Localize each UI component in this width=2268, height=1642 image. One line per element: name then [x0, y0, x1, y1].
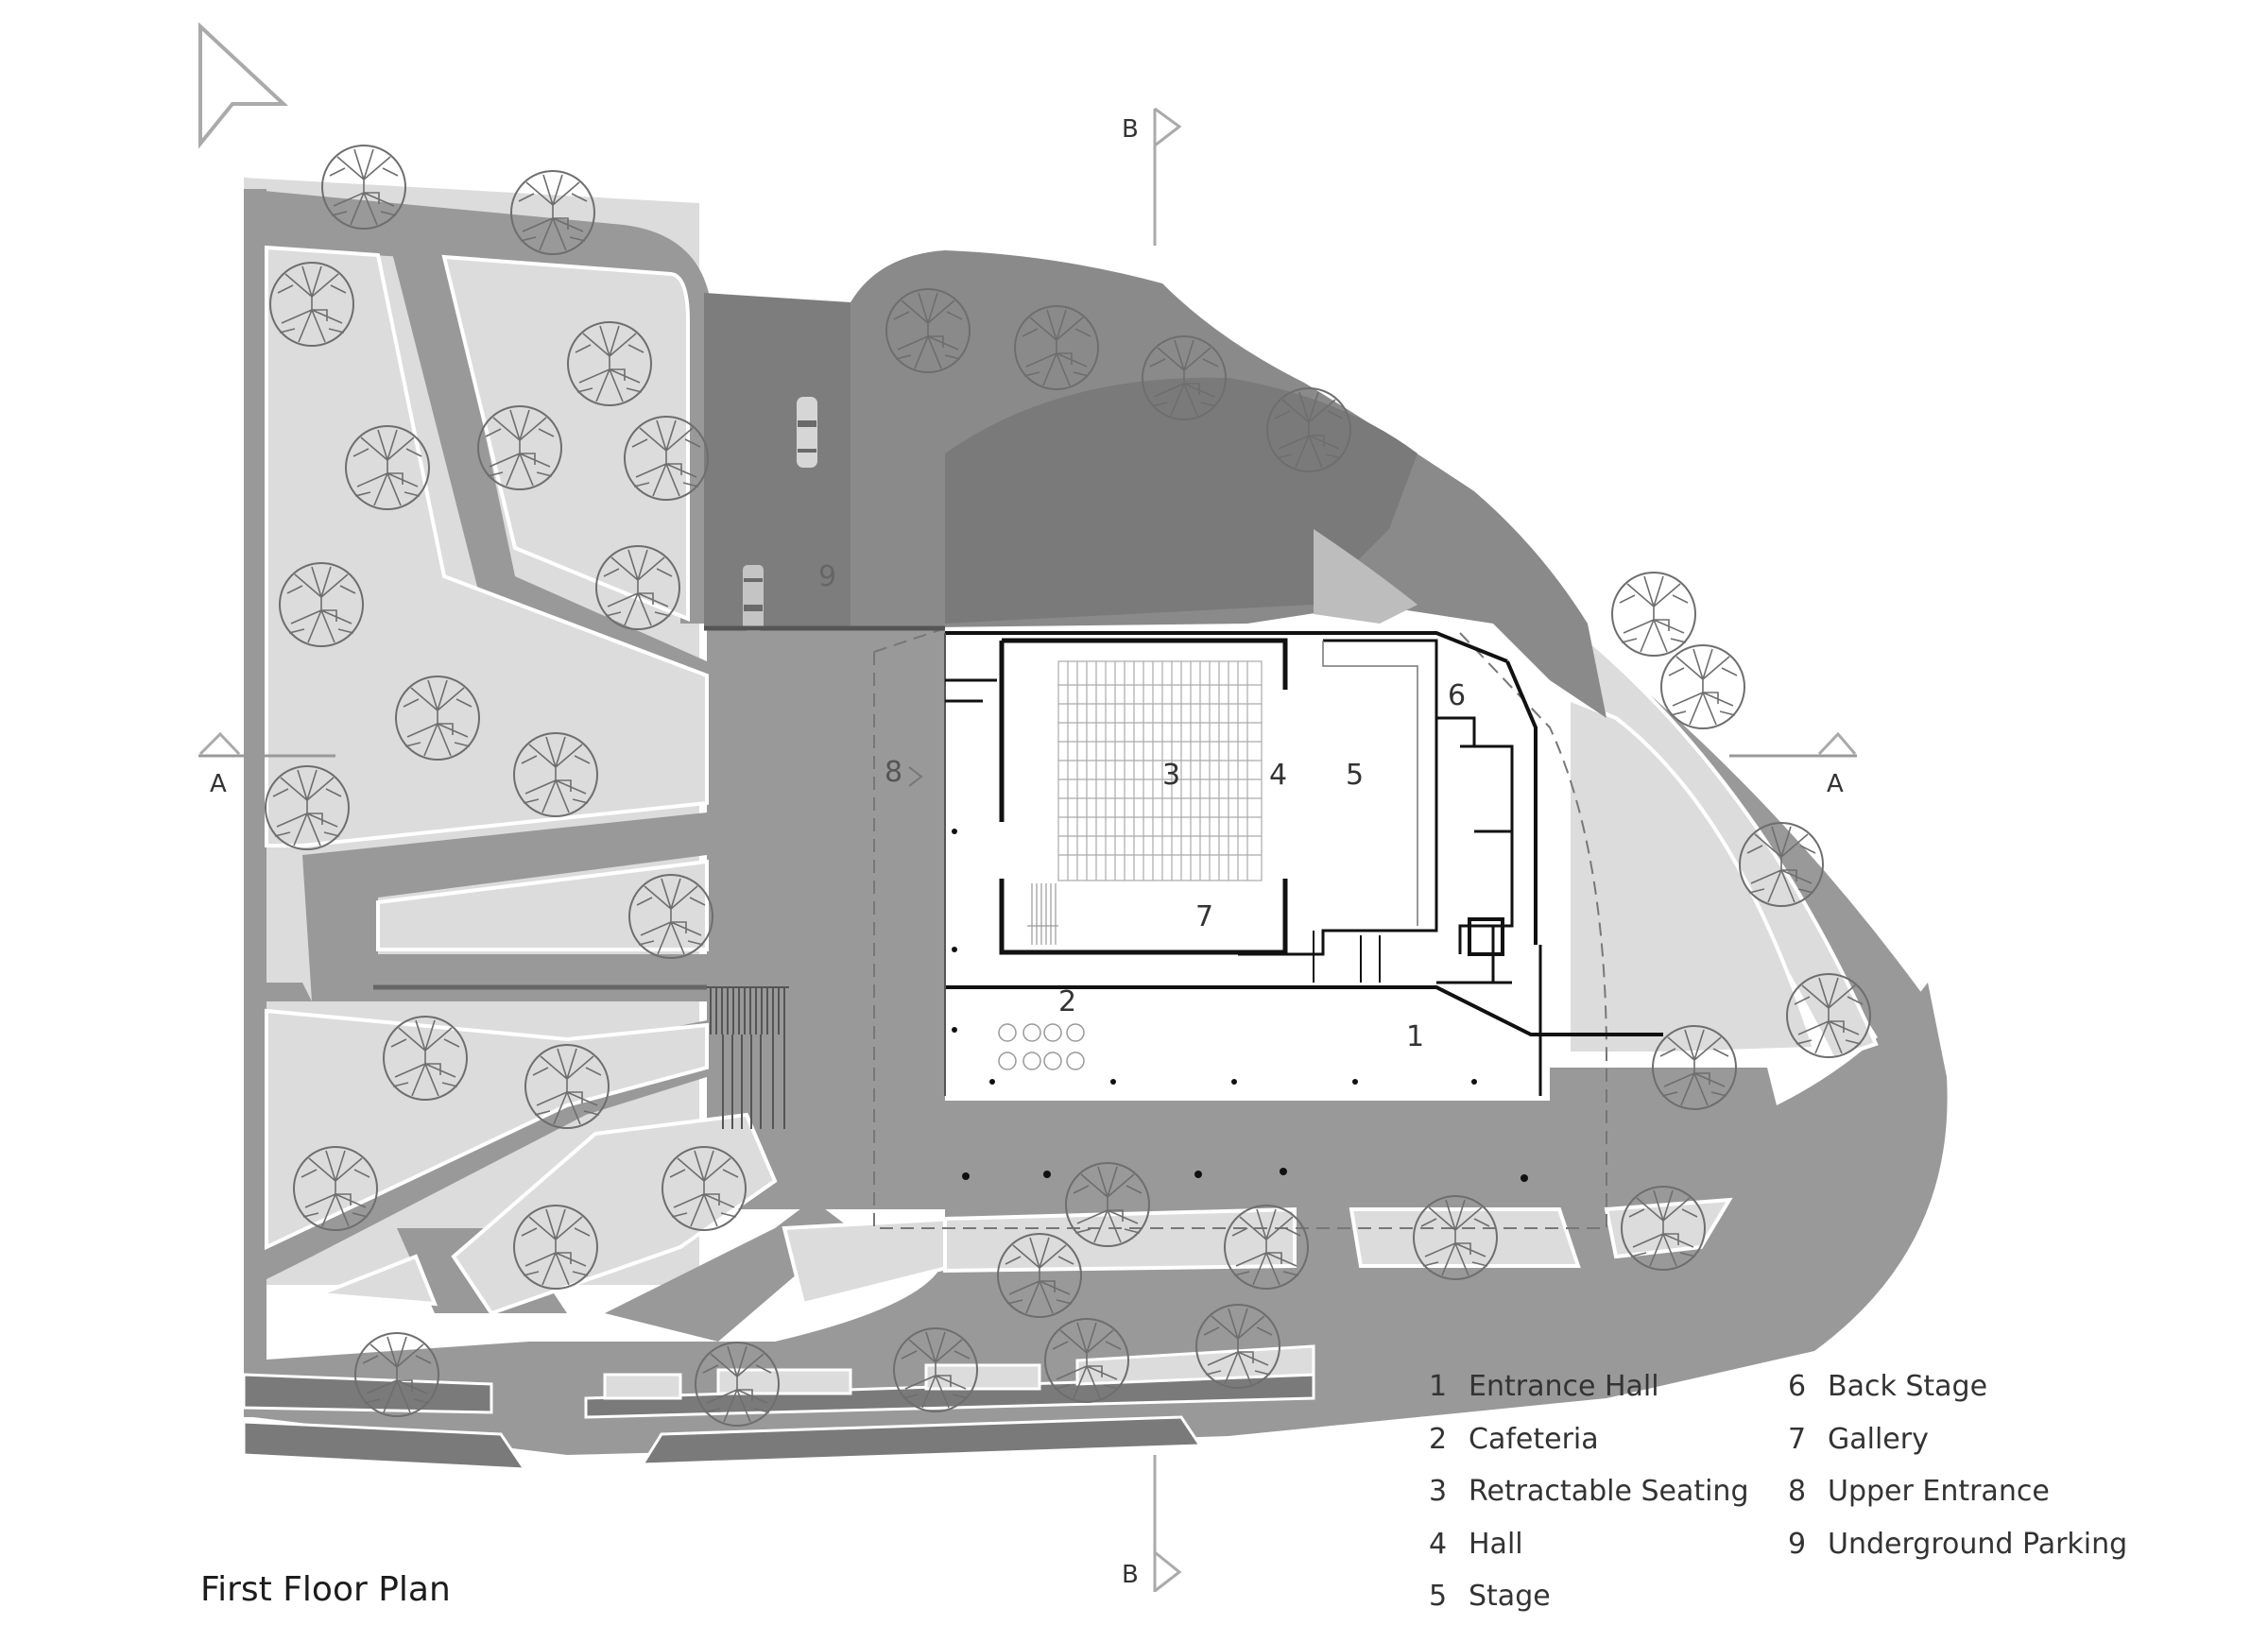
- legend-item: 7 Gallery: [1788, 1413, 2127, 1466]
- parked-car-icon: [743, 565, 764, 631]
- legend-item: 4 Hall: [1429, 1518, 1748, 1571]
- room-tag-3: 3: [1162, 759, 1180, 792]
- legend-label: Upper Entrance: [1828, 1475, 2050, 1509]
- drawing-title: First Floor Plan: [200, 1570, 451, 1609]
- north-arrow-icon: [198, 22, 289, 149]
- legend-number: 3: [1429, 1475, 1448, 1509]
- legend-label: Gallery: [1828, 1422, 1929, 1456]
- legend-label: Cafeteria: [1469, 1422, 1599, 1456]
- legend-number: 1: [1429, 1370, 1448, 1404]
- svg-text:A: A: [210, 770, 227, 798]
- room-tag-7: 7: [1195, 900, 1213, 933]
- upper-entrance-marker: 8: [885, 756, 923, 789]
- room-tag-9: 9: [818, 560, 836, 593]
- svg-text:A: A: [1827, 770, 1844, 798]
- legend-column-1: 1 Entrance Hall 2 Cafeteria 3 Retractable S…: [1429, 1360, 1748, 1623]
- room-tag-8: 8: [885, 756, 902, 789]
- legend-item: 3 Retractable Seating: [1429, 1465, 1748, 1518]
- room-tag-4: 4: [1269, 759, 1287, 792]
- outdoor-stairs: [373, 984, 789, 1129]
- legend-item: 9 Underground Parking: [1788, 1518, 2127, 1571]
- svg-text:B: B: [1122, 1561, 1139, 1589]
- legend-number: 5: [1429, 1580, 1448, 1614]
- legend-number: 7: [1788, 1422, 1807, 1456]
- legend-label: Hall: [1469, 1527, 1523, 1561]
- room-tag-5: 5: [1346, 759, 1364, 792]
- room-tag-6: 6: [1448, 679, 1466, 712]
- legend-number: 8: [1788, 1475, 1807, 1509]
- legend-item: 6 Back Stage: [1788, 1360, 2127, 1413]
- legend-label: Stage: [1469, 1580, 1551, 1614]
- parked-car-icon: [797, 397, 817, 468]
- gallery-stairs: [1027, 883, 1058, 945]
- legend-item: 8 Upper Entrance: [1788, 1465, 2127, 1518]
- legend-label: Underground Parking: [1828, 1527, 2128, 1561]
- legend-label: Back Stage: [1828, 1370, 1988, 1404]
- legend-item: 2 Cafeteria: [1429, 1413, 1748, 1466]
- section-marker-a-right: A: [1729, 731, 1857, 798]
- legend-number: 4: [1429, 1527, 1448, 1561]
- room-tag-1: 1: [1406, 1020, 1424, 1053]
- legend-number: 9: [1788, 1527, 1807, 1561]
- legend-label: Entrance Hall: [1469, 1370, 1659, 1404]
- building-floor: [873, 627, 1663, 1229]
- section-marker-a-left: A: [198, 731, 335, 798]
- svg-text:B: B: [1122, 115, 1139, 144]
- south-curb-strips: [242, 1344, 1315, 1471]
- section-marker-b-top: B: [1122, 107, 1182, 246]
- room-legend: 1 Entrance Hall 2 Cafeteria 3 Retractable S…: [1429, 1360, 2166, 1625]
- legend-item: 1 Entrance Hall: [1429, 1360, 1748, 1413]
- legend-number: 6: [1788, 1370, 1807, 1404]
- legend-column-2: 6 Back Stage 7 Gallery 8 Upper Entrance 9 Un…: [1788, 1360, 2127, 1570]
- structural-columns: [952, 829, 1528, 1182]
- legend-label: Retractable Seating: [1469, 1475, 1749, 1509]
- cafeteria-tables: [998, 1023, 1085, 1070]
- retractable-seating-grid: [1057, 660, 1263, 881]
- section-marker-b-bottom: B: [1122, 1455, 1182, 1593]
- legend-item: 5 Stage: [1429, 1570, 1748, 1623]
- legend-number: 2: [1429, 1422, 1448, 1456]
- room-tag-2: 2: [1058, 985, 1076, 1018]
